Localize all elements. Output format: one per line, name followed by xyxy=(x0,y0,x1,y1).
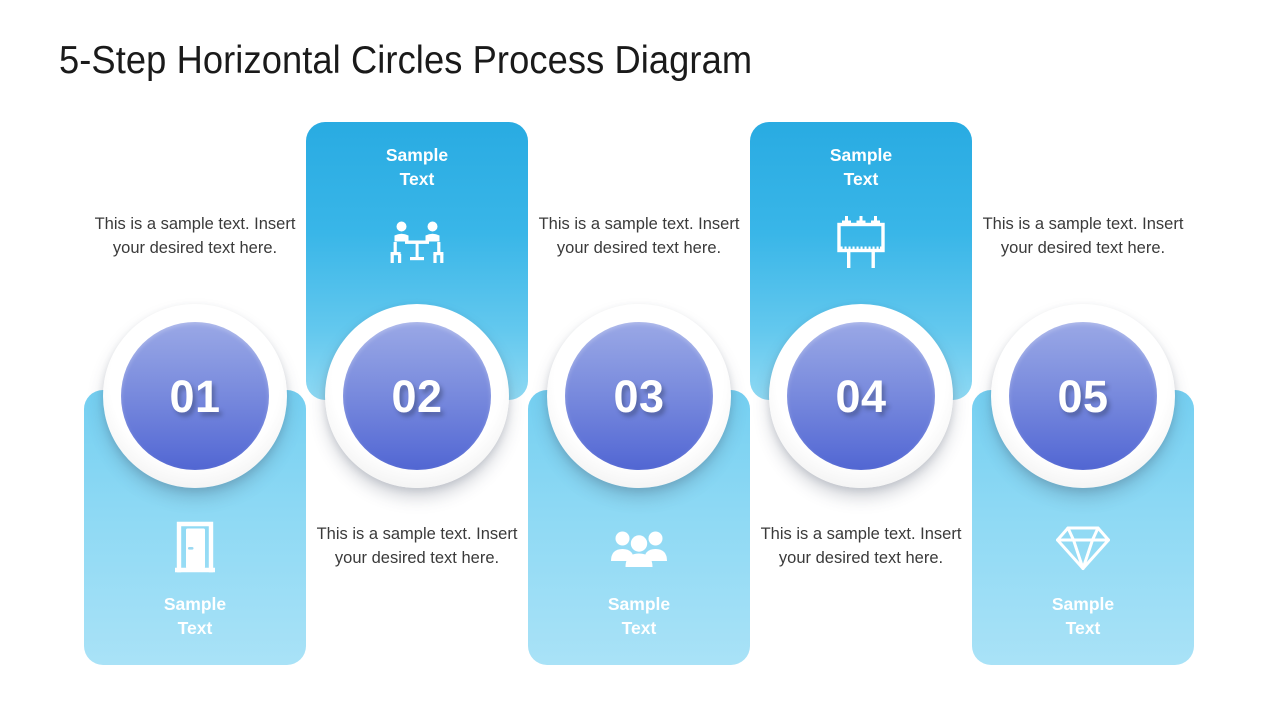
circle-disc-02: 02 xyxy=(343,322,491,470)
circle-disc-05: 05 xyxy=(1009,322,1157,470)
circle-disc-01: 01 xyxy=(121,322,269,470)
step-number-05: 05 xyxy=(1057,370,1109,422)
step-body-02: This is a sample text. Insert your desir… xyxy=(316,525,518,567)
diamond-icon xyxy=(972,522,1194,574)
page-title: 5-Step Horizontal Circles Process Diagra… xyxy=(59,39,753,82)
step-number-04: 04 xyxy=(835,370,887,422)
group-users-icon xyxy=(528,525,750,573)
step-circle-04[interactable]: 04 xyxy=(769,304,953,488)
step-circle-03[interactable]: 03 xyxy=(547,304,731,488)
step-number-03: 03 xyxy=(613,370,665,422)
step-body-03: This is a sample text. Insert your desir… xyxy=(538,215,740,257)
meeting-table-icon xyxy=(306,218,528,268)
step-body-05: This is a sample text. Insert your desir… xyxy=(982,215,1184,257)
circle-disc-03: 03 xyxy=(565,322,713,470)
step-number-02: 02 xyxy=(391,370,443,422)
step-number-01: 01 xyxy=(169,370,221,422)
step-body-01: This is a sample text. Insert your desir… xyxy=(94,215,296,257)
step-body-04: This is a sample text. Insert your desir… xyxy=(760,525,962,567)
door-icon xyxy=(84,518,306,576)
billboard-icon xyxy=(750,214,972,270)
step-circle-05[interactable]: 05 xyxy=(991,304,1175,488)
step-circle-02[interactable]: 02 xyxy=(325,304,509,488)
circle-disc-04: 04 xyxy=(787,322,935,470)
step-circle-01[interactable]: 01 xyxy=(103,304,287,488)
